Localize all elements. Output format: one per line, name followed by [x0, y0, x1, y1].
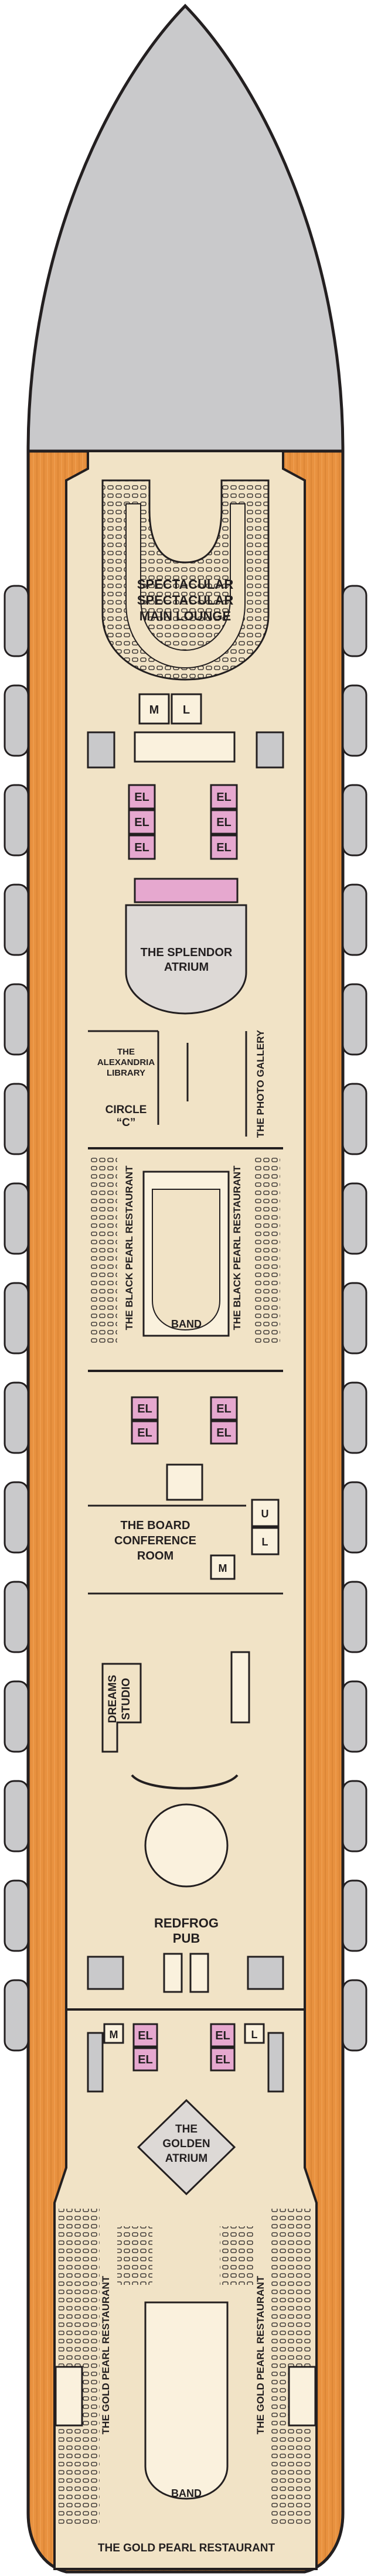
elevator-label: EL: [216, 841, 232, 854]
mens-room-label: M: [110, 2029, 118, 2041]
lifeboat: [342, 1381, 367, 1454]
lifeboat: [342, 784, 367, 857]
elevators-aft: M EL EL EL EL L: [66, 2008, 305, 2093]
lifeboat: [4, 585, 29, 657]
lifeboat: [4, 1381, 29, 1454]
lifeboat: [342, 1581, 367, 1653]
elevator-label: EL: [216, 816, 232, 829]
lifeboat: [4, 684, 29, 757]
lifeboat: [342, 1481, 367, 1554]
circle-c-label-1: CIRCLE: [105, 1104, 147, 1116]
elevator-label: EL: [215, 2053, 230, 2066]
elevator-label: EL: [137, 1403, 152, 1415]
golden-atrium: THE GOLDEN ATRIUM: [137, 2099, 236, 2196]
library-label-2: ALEXANDRIA: [97, 1057, 155, 1067]
lifeboat: [4, 883, 29, 956]
gold-pearl-restaurant: THE GOLD PEARL RESTAURANT THE GOLD PEARL…: [55, 2209, 316, 2554]
circle-c-label-2: “C”: [117, 1117, 136, 1129]
main-lounge-label-2: SPECTACULAR: [137, 593, 234, 608]
black-pearl-left-label: THE BLACK PEARL RESTAURANT: [124, 1165, 135, 1330]
restrooms-forward: M L: [87, 693, 284, 769]
lifeboat: [342, 1979, 367, 2052]
band-label-lower: BAND: [171, 2488, 202, 2499]
lifeboat: [4, 1780, 29, 1852]
elevator-label: EL: [216, 791, 232, 804]
lifeboat: [4, 784, 29, 857]
elevator-label: EL: [138, 2053, 153, 2066]
lifeboat: [342, 1879, 367, 1952]
black-pearl-right-label: THE BLACK PEARL RESTAURANT: [232, 1165, 243, 1330]
lifeboat: [342, 1780, 367, 1852]
lifeboat: [342, 1282, 367, 1354]
lifeboat: [342, 1182, 367, 1255]
lifeboat: [342, 883, 367, 956]
dreams-studio: DREAMS STUDIO: [101, 1651, 250, 1753]
lifeboat: [4, 1581, 29, 1653]
elevators-midship: EL EL EL EL: [88, 1370, 283, 1501]
elevator-label: EL: [134, 841, 149, 854]
lifeboat: [342, 1680, 367, 1753]
conference-label-1: THE BOARD: [121, 1519, 190, 1532]
library-area: THE ALEXANDRIA LIBRARY CIRCLE “C” THE PH…: [88, 1029, 266, 1138]
splendor-atrium: THE SPLENDOR ATRIUM: [125, 878, 247, 1015]
lifeboat: [342, 1083, 367, 1155]
dreams-studio-label-2: STUDIO: [120, 1678, 132, 1720]
golden-atrium-label-1: THE: [175, 2123, 198, 2135]
lifeboat: [4, 1083, 29, 1155]
gold-pearl-left-label: THE GOLD PEARL RESTAURANT: [100, 2275, 111, 2434]
lifeboat: [4, 1282, 29, 1354]
photo-gallery-label: THE PHOTO GALLERY: [255, 1029, 266, 1138]
lifeboat: [342, 983, 367, 1056]
elevator-label: EL: [137, 1427, 152, 1439]
lifeboat: [4, 1182, 29, 1255]
mens-room-label: M: [219, 1562, 227, 1574]
elevators-forward: EL EL EL EL EL EL: [128, 784, 238, 860]
unisex-room-label: U: [261, 1508, 269, 1520]
lifeboat: [342, 684, 367, 757]
elevator-label: EL: [138, 2029, 153, 2042]
bow-hull: [26, 4, 345, 453]
lifeboat: [4, 1481, 29, 1554]
atrium-label-2: ATRIUM: [164, 961, 209, 974]
main-lounge-label-1: SPECTACULAR: [137, 577, 234, 592]
lifeboat: [4, 1979, 29, 2052]
black-pearl-restaurant: THE BLACK PEARL RESTAURANT THE BLACK PEA…: [88, 1147, 283, 1345]
redfrog-pub-label-1: REDFROG: [154, 1916, 219, 1930]
redfrog-pub: REDFROG PUB: [87, 1774, 284, 1993]
ladies-room-label: L: [251, 2029, 258, 2041]
golden-atrium-label-2: GOLDEN: [162, 2138, 210, 2150]
dreams-studio-label-1: DREAMS: [107, 1675, 119, 1723]
elevator-label: EL: [216, 1427, 232, 1439]
lifeboats: [4, 585, 367, 2052]
gold-pearl-right-label: THE GOLD PEARL RESTAURANT: [255, 2275, 266, 2434]
elevator-label: EL: [134, 816, 149, 829]
main-lounge: SPECTACULAR SPECTACULAR MAIN LOUNGE: [101, 479, 270, 681]
conference-room: THE BOARD CONFERENCE ROOM M U L: [88, 1499, 283, 1595]
redfrog-pub-label-2: PUB: [173, 1931, 200, 1946]
band-label-upper: BAND: [171, 1318, 202, 1330]
ladies-room-label: L: [262, 1536, 268, 1548]
elevator-label: EL: [134, 791, 149, 804]
lifeboat: [4, 983, 29, 1056]
conference-label-3: ROOM: [137, 1550, 173, 1562]
main-lounge-label-3: MAIN LOUNGE: [139, 609, 231, 623]
library-label-1: THE: [117, 1047, 135, 1057]
mens-room-label: M: [149, 704, 159, 716]
lifeboat: [342, 585, 367, 657]
library-label-3: LIBRARY: [107, 1068, 145, 1078]
conference-label-2: CONFERENCE: [114, 1534, 196, 1547]
elevator-label: EL: [215, 2029, 230, 2042]
lifeboat: [4, 1879, 29, 1952]
ladies-room-label: L: [183, 704, 190, 716]
golden-atrium-label-3: ATRIUM: [165, 2152, 207, 2165]
gold-pearl-bottom-label: THE GOLD PEARL RESTAURANT: [98, 2542, 275, 2554]
lifeboat: [4, 1680, 29, 1753]
elevator-label: EL: [216, 1403, 232, 1415]
atrium-label-1: THE SPLENDOR: [141, 946, 233, 959]
